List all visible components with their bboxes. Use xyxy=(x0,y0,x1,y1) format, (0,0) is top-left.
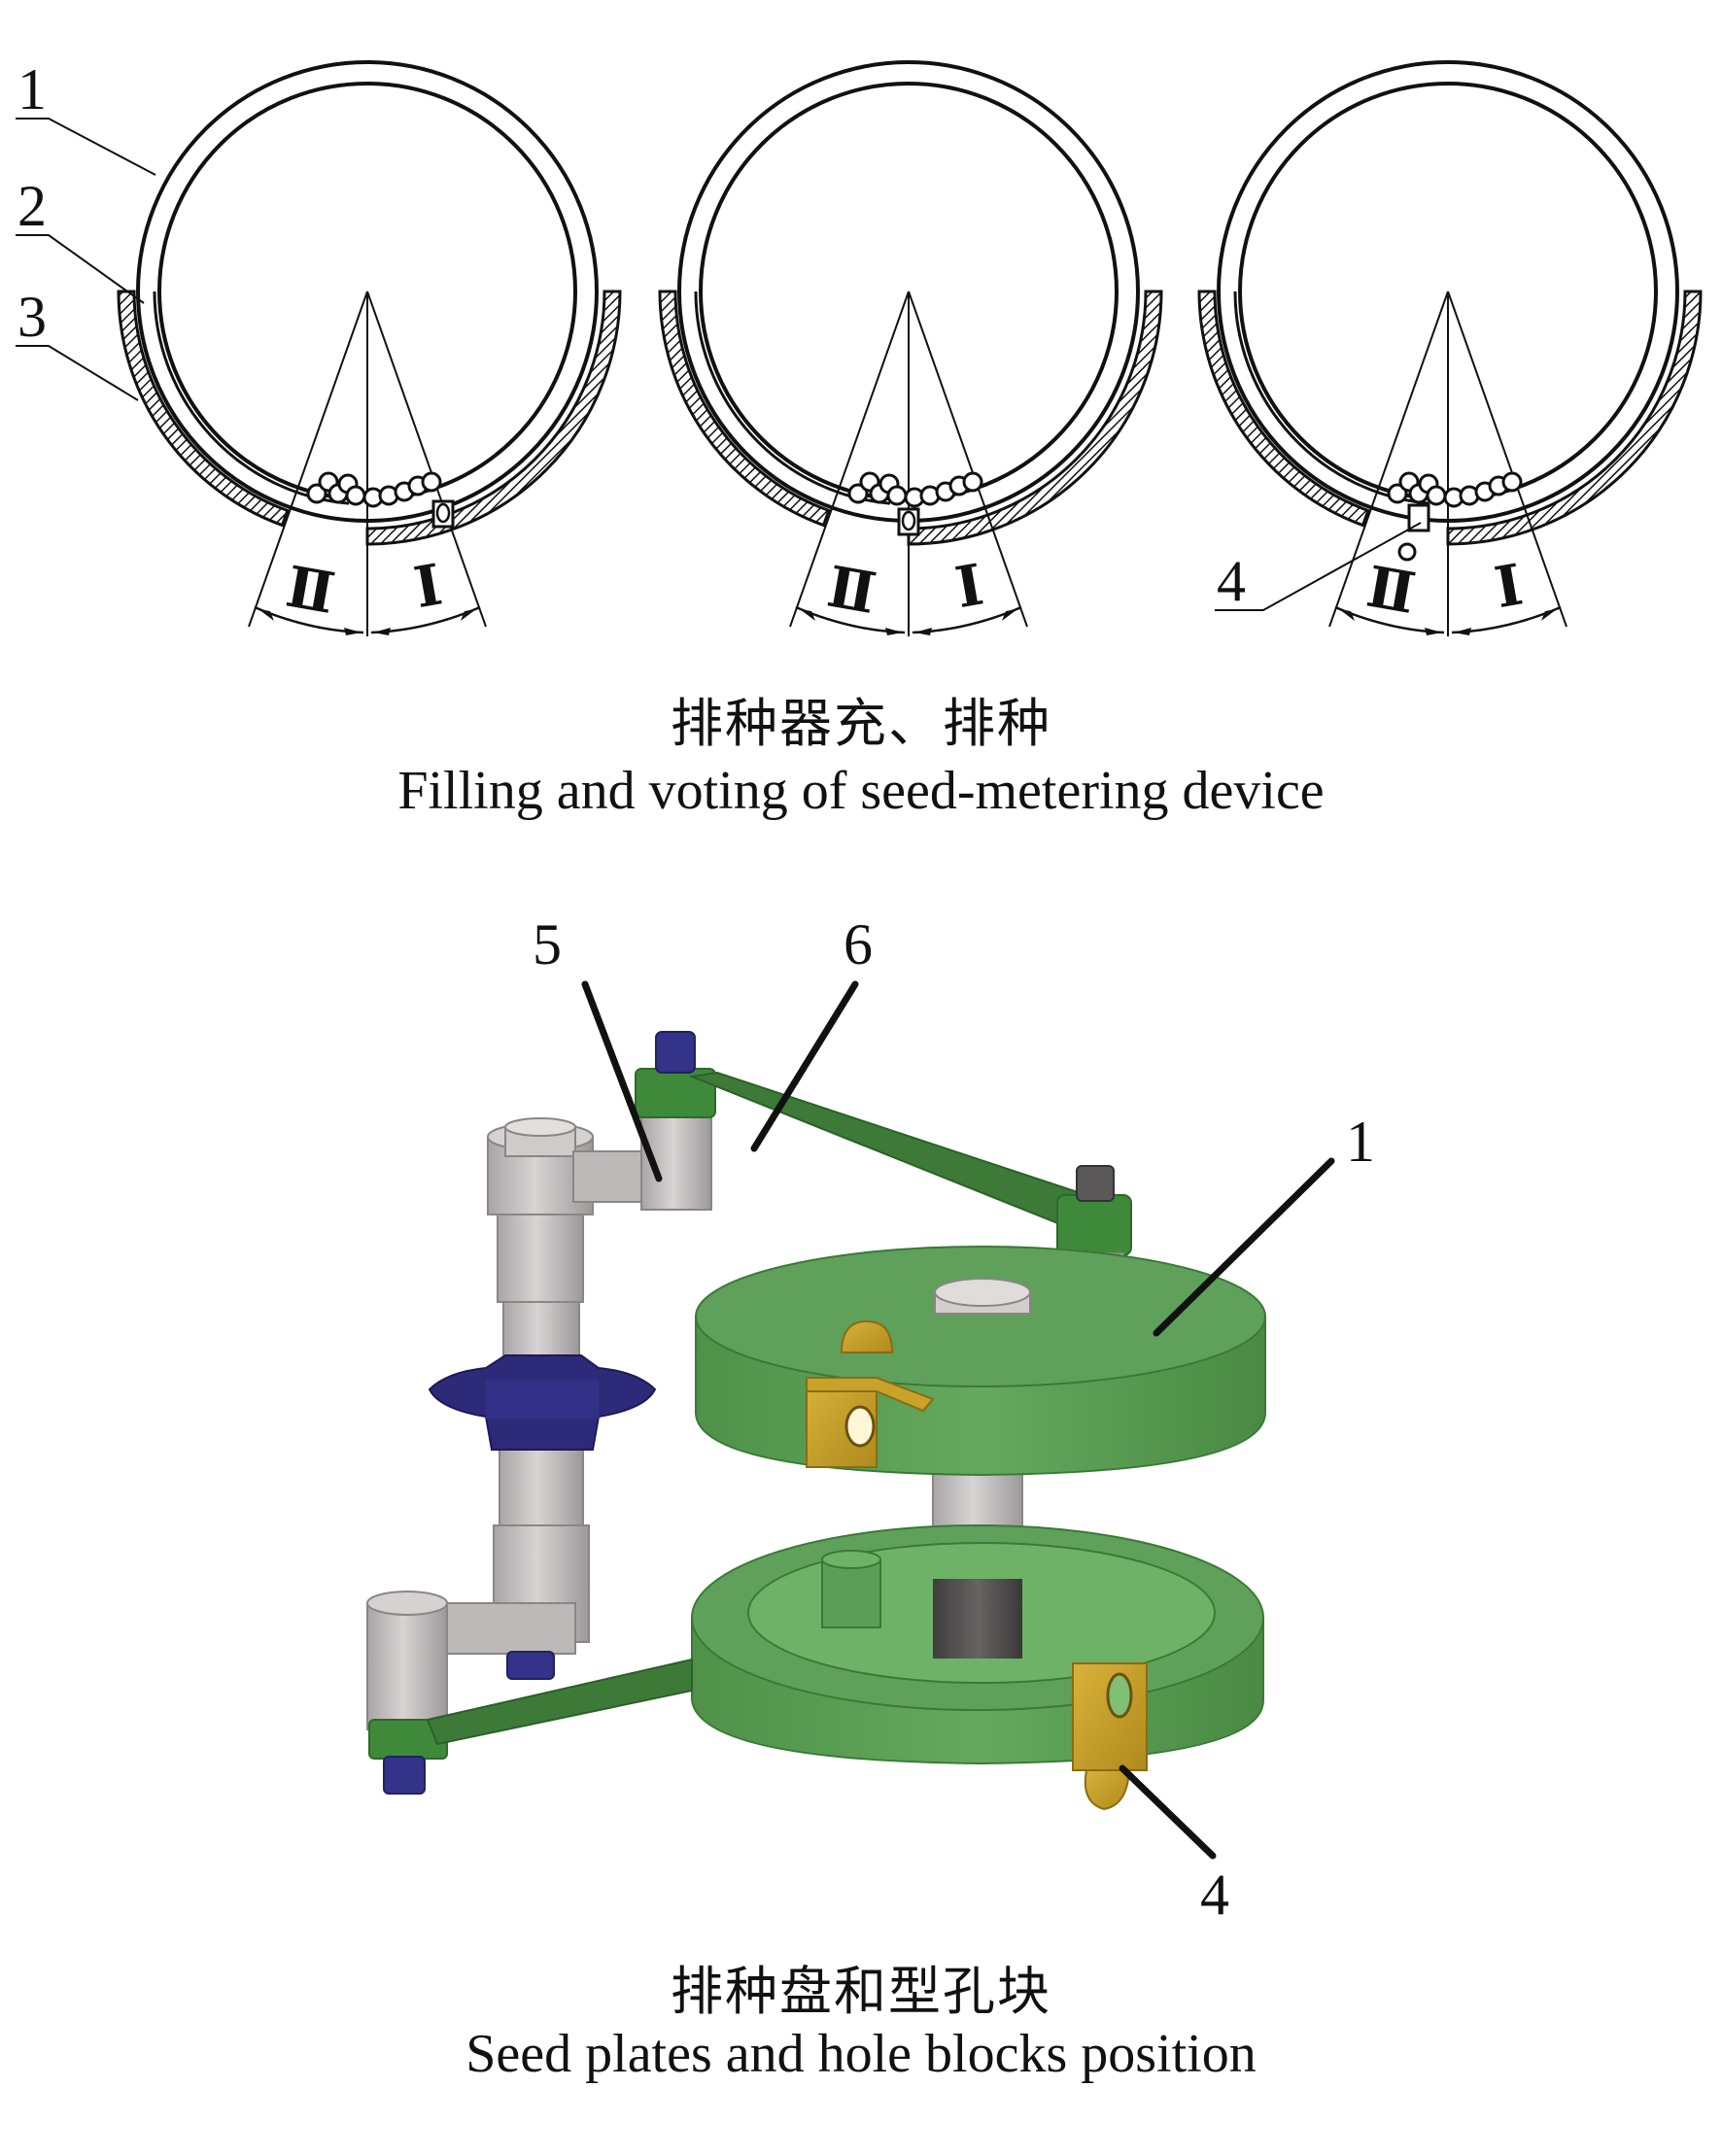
housing-right xyxy=(1446,290,1703,546)
seed xyxy=(1387,483,1408,504)
caption-b-cn: 排种盘和型孔块 xyxy=(671,1963,1051,2021)
zone-2-boundary xyxy=(789,291,910,628)
zone-1-boundary xyxy=(366,291,487,628)
housing-right xyxy=(365,290,622,546)
arrowhead xyxy=(885,628,903,635)
seed-in-hole xyxy=(901,510,916,531)
seed-guard xyxy=(153,291,350,505)
dropped-seed xyxy=(1397,542,1417,562)
zone-2-boundary xyxy=(248,291,368,628)
caption-b-en: Seed plates and hole blocks position xyxy=(465,2024,1257,2084)
hole-block xyxy=(1407,503,1430,532)
seed-guard xyxy=(1233,291,1430,505)
seed xyxy=(345,485,366,506)
seed-plate-3d-model xyxy=(366,980,1335,1860)
arrowhead xyxy=(373,628,391,635)
zone-label-1: Ⅰ xyxy=(1491,553,1528,620)
leader-line-5 xyxy=(581,980,663,1182)
zone-1-boundary xyxy=(1447,291,1567,628)
housing-left xyxy=(658,290,831,528)
part-label-3: 3 xyxy=(17,285,47,349)
seed-guard xyxy=(694,291,891,505)
part-label-4-schematic: 4 xyxy=(1217,549,1246,613)
housing-left xyxy=(1197,290,1370,528)
arrowhead xyxy=(258,609,274,621)
part-label-1: 1 xyxy=(17,57,47,121)
leader-line-2 xyxy=(16,234,145,304)
leader-line-3 xyxy=(16,345,139,401)
caption-a-cn: 排种器充、排种 xyxy=(671,695,1051,753)
zone-label-2: Ⅱ xyxy=(282,556,339,627)
arrowhead xyxy=(914,628,932,635)
leader-line-1 xyxy=(16,118,156,176)
part-label-6: 6 xyxy=(844,912,873,976)
arrowhead xyxy=(1002,609,1017,621)
seed-in-hole xyxy=(435,502,451,524)
zone-label-1: Ⅰ xyxy=(951,553,988,620)
zone-label-2: Ⅱ xyxy=(1362,556,1420,627)
arrowhead xyxy=(344,628,362,635)
zone-1-boundary xyxy=(908,291,1028,628)
zone-2-boundary xyxy=(1328,291,1449,628)
hole-block-lower xyxy=(1072,1662,1148,1811)
seed xyxy=(847,483,869,504)
upper-seed-plate xyxy=(695,1246,1266,1477)
upper-link xyxy=(688,1071,1132,1276)
part-label-1-model: 1 xyxy=(1346,1110,1375,1174)
hole-block-upper xyxy=(806,1319,935,1468)
zone-label-2: Ⅱ xyxy=(823,556,880,627)
lower-seed-plate xyxy=(691,1524,1264,1811)
arrowhead xyxy=(1454,628,1471,635)
caption-a-en: Filling and voting of seed-metering devi… xyxy=(397,761,1325,821)
arrowhead xyxy=(800,609,815,621)
zone-label-1: Ⅰ xyxy=(410,553,447,620)
leader-line-4 xyxy=(1119,1764,1217,1860)
housing-right xyxy=(907,290,1163,546)
seed xyxy=(1426,485,1447,506)
arrowhead xyxy=(1541,609,1557,621)
part-label-5: 5 xyxy=(533,912,562,976)
arrowhead xyxy=(1425,628,1442,635)
leader-line-4 xyxy=(1215,522,1422,611)
upper-crank-arm xyxy=(572,1031,716,1211)
seed xyxy=(1501,471,1523,493)
lower-crank-arm xyxy=(366,1591,693,1795)
part-label-4-model: 4 xyxy=(1200,1863,1229,1927)
housing-left xyxy=(117,290,290,528)
leader-line-1 xyxy=(1153,1157,1335,1337)
sprocket xyxy=(428,1354,657,1451)
arrowhead xyxy=(461,609,476,621)
seed xyxy=(306,483,327,504)
leader-line-6 xyxy=(750,980,859,1152)
seed xyxy=(962,471,983,493)
seed xyxy=(886,485,908,506)
arrowhead xyxy=(1339,609,1355,621)
part-label-2: 2 xyxy=(17,174,47,238)
seed xyxy=(421,471,442,493)
